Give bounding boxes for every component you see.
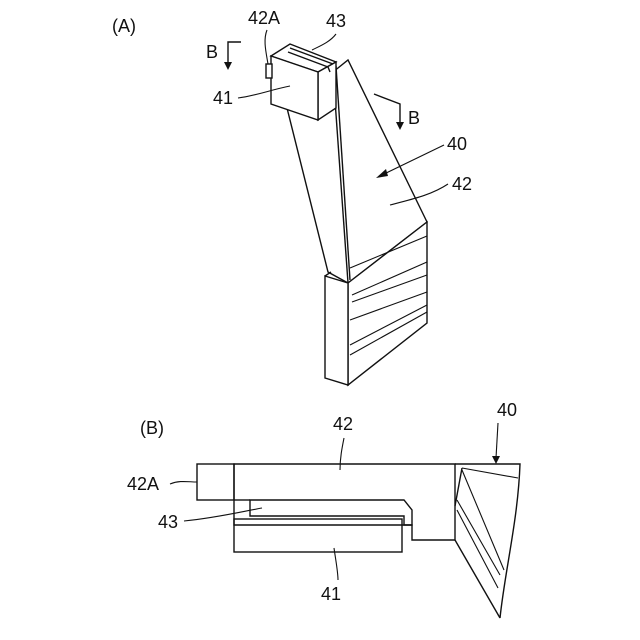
label-40-b: 40 <box>497 400 517 420</box>
label-43-b: 43 <box>158 512 178 532</box>
label-41-b: 41 <box>321 584 341 604</box>
panel-a: (A) <box>112 8 472 385</box>
label-42a-b: 42A <box>127 474 159 494</box>
panel-a-tag: (A) <box>112 16 136 36</box>
label-42-b: 42 <box>333 414 353 434</box>
section-marker-left: B <box>206 42 241 70</box>
block-41 <box>266 44 336 120</box>
tab-42a-section <box>197 464 234 500</box>
body-40-section <box>455 464 520 618</box>
arrowhead-40-b <box>492 456 500 464</box>
section-marker-right: B <box>374 94 420 130</box>
panel-b: (B) 42 40 42A 43 41 <box>127 400 520 618</box>
panel-b-tag: (B) <box>140 418 164 438</box>
label-42a-a: 42A <box>248 8 280 28</box>
label-section-b-left: B <box>206 42 218 62</box>
member-42-section <box>234 464 455 540</box>
plate-43-section <box>250 500 412 525</box>
label-section-b-right: B <box>408 108 420 128</box>
block-41-section <box>234 519 402 552</box>
label-41-a: 41 <box>213 88 233 108</box>
label-40-a: 40 <box>447 134 467 154</box>
label-43-a: 43 <box>326 11 346 31</box>
label-42-a: 42 <box>452 174 472 194</box>
